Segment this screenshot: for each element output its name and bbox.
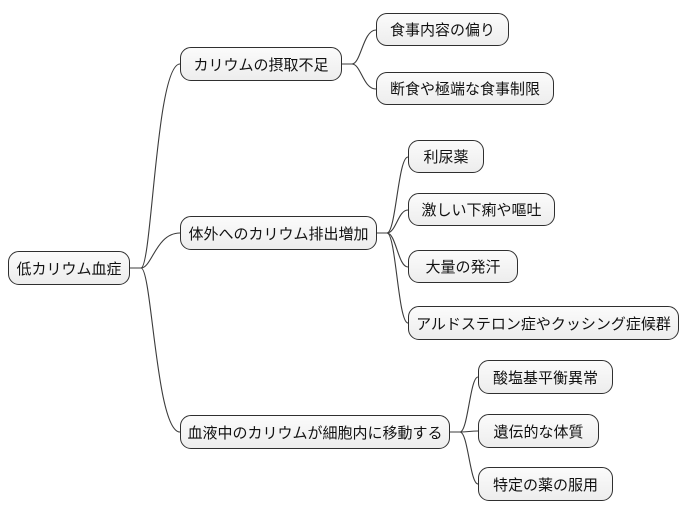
connector-branch1-leaf2: [351, 63, 377, 90]
node-acid-base-imbalance: 酸塩基平衡異常: [478, 360, 613, 394]
connector-branch1-leaf1: [351, 29, 377, 65]
connector-branch2-leaf4: [386, 232, 409, 324]
connector-branch3-leaf2: [459, 430, 479, 433]
node-potassium-shift-into-cells: 血液中のカリウムが細胞内に移動する: [180, 415, 450, 449]
node-genetic-predisposition: 遺伝的な体質: [478, 414, 599, 448]
node-heavy-sweating: 大量の発汗: [408, 250, 518, 283]
connector-branch2-leaf2: [386, 209, 409, 234]
node-fasting-extreme-diet: 断食や極端な食事制限: [376, 72, 554, 105]
node-dietary-imbalance: 食事内容の偏り: [376, 13, 509, 46]
connector-root-branch1: [140, 63, 181, 269]
node-diuretics: 利尿薬: [408, 140, 484, 173]
connector-branch3-leaf1: [459, 376, 479, 433]
node-hypokalemia: 低カリウム血症: [8, 251, 130, 285]
node-specific-medications: 特定の薬の服用: [478, 467, 613, 501]
node-insufficient-intake: カリウムの摂取不足: [180, 47, 342, 81]
connector-root-branch3: [140, 267, 181, 433]
node-diarrhea-vomiting: 激しい下痢や嘔吐: [408, 193, 555, 226]
node-aldosteronism-cushing: アルドステロン症やクッシング症候群: [408, 306, 679, 340]
connector-branch2-leaf1: [386, 156, 409, 234]
connector-branch3-leaf3: [459, 431, 479, 485]
node-increased-excretion: 体外へのカリウム排出増加: [180, 216, 377, 250]
connector-root-branch2: [140, 232, 181, 269]
